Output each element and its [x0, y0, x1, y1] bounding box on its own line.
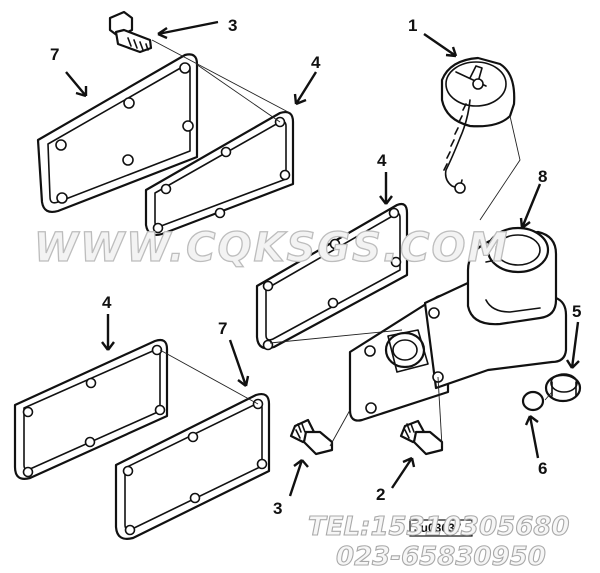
callout-arrows [65, 20, 580, 497]
callout-3-screw-top: 3 [228, 16, 237, 35]
drawing-stamp-text: Ju03637 [414, 521, 462, 535]
callout-6-seal-ring: 6 [538, 459, 547, 478]
callout-3-screw-lower: 3 [273, 499, 282, 518]
plug [544, 373, 582, 403]
callout-2-screw-lower: 2 [376, 485, 385, 504]
screw-lower-left [289, 418, 334, 456]
callout-4-gasket-top: 4 [311, 53, 321, 72]
fill-cap [440, 56, 516, 194]
assembly-leaders [151, 39, 553, 447]
callout-4-gasket-left: 4 [102, 293, 112, 312]
gasket-middle [255, 202, 409, 351]
callout-7-cover-lower: 7 [218, 319, 227, 338]
callout-1-cap: 1 [408, 16, 417, 35]
screw-lower-middle [399, 419, 444, 456]
callout-4-gasket-middle: 4 [377, 151, 387, 170]
gasket-top [144, 110, 295, 237]
callout-labels: 3 1 7 4 4 8 4 7 5 6 3 2 [50, 16, 581, 518]
screw-top [108, 10, 153, 54]
gasket-left [13, 338, 169, 480]
contact-phone-mobile: TEL:15310305680 [308, 512, 569, 542]
contact-phone-landline: 023-65830950 [336, 542, 546, 572]
cover-plate-lower [114, 392, 271, 540]
seal-ring [521, 390, 545, 412]
filler-housing [348, 226, 568, 422]
drawing-stamp: Ju03637 [409, 519, 473, 537]
callout-8-fill-tube: 8 [538, 167, 547, 186]
cover-plate-top [36, 53, 199, 214]
callout-7-cover-top: 7 [50, 45, 59, 64]
callout-5-plug: 5 [572, 302, 581, 321]
watermark-text: WWW.CQKSGS.COM [34, 225, 509, 271]
